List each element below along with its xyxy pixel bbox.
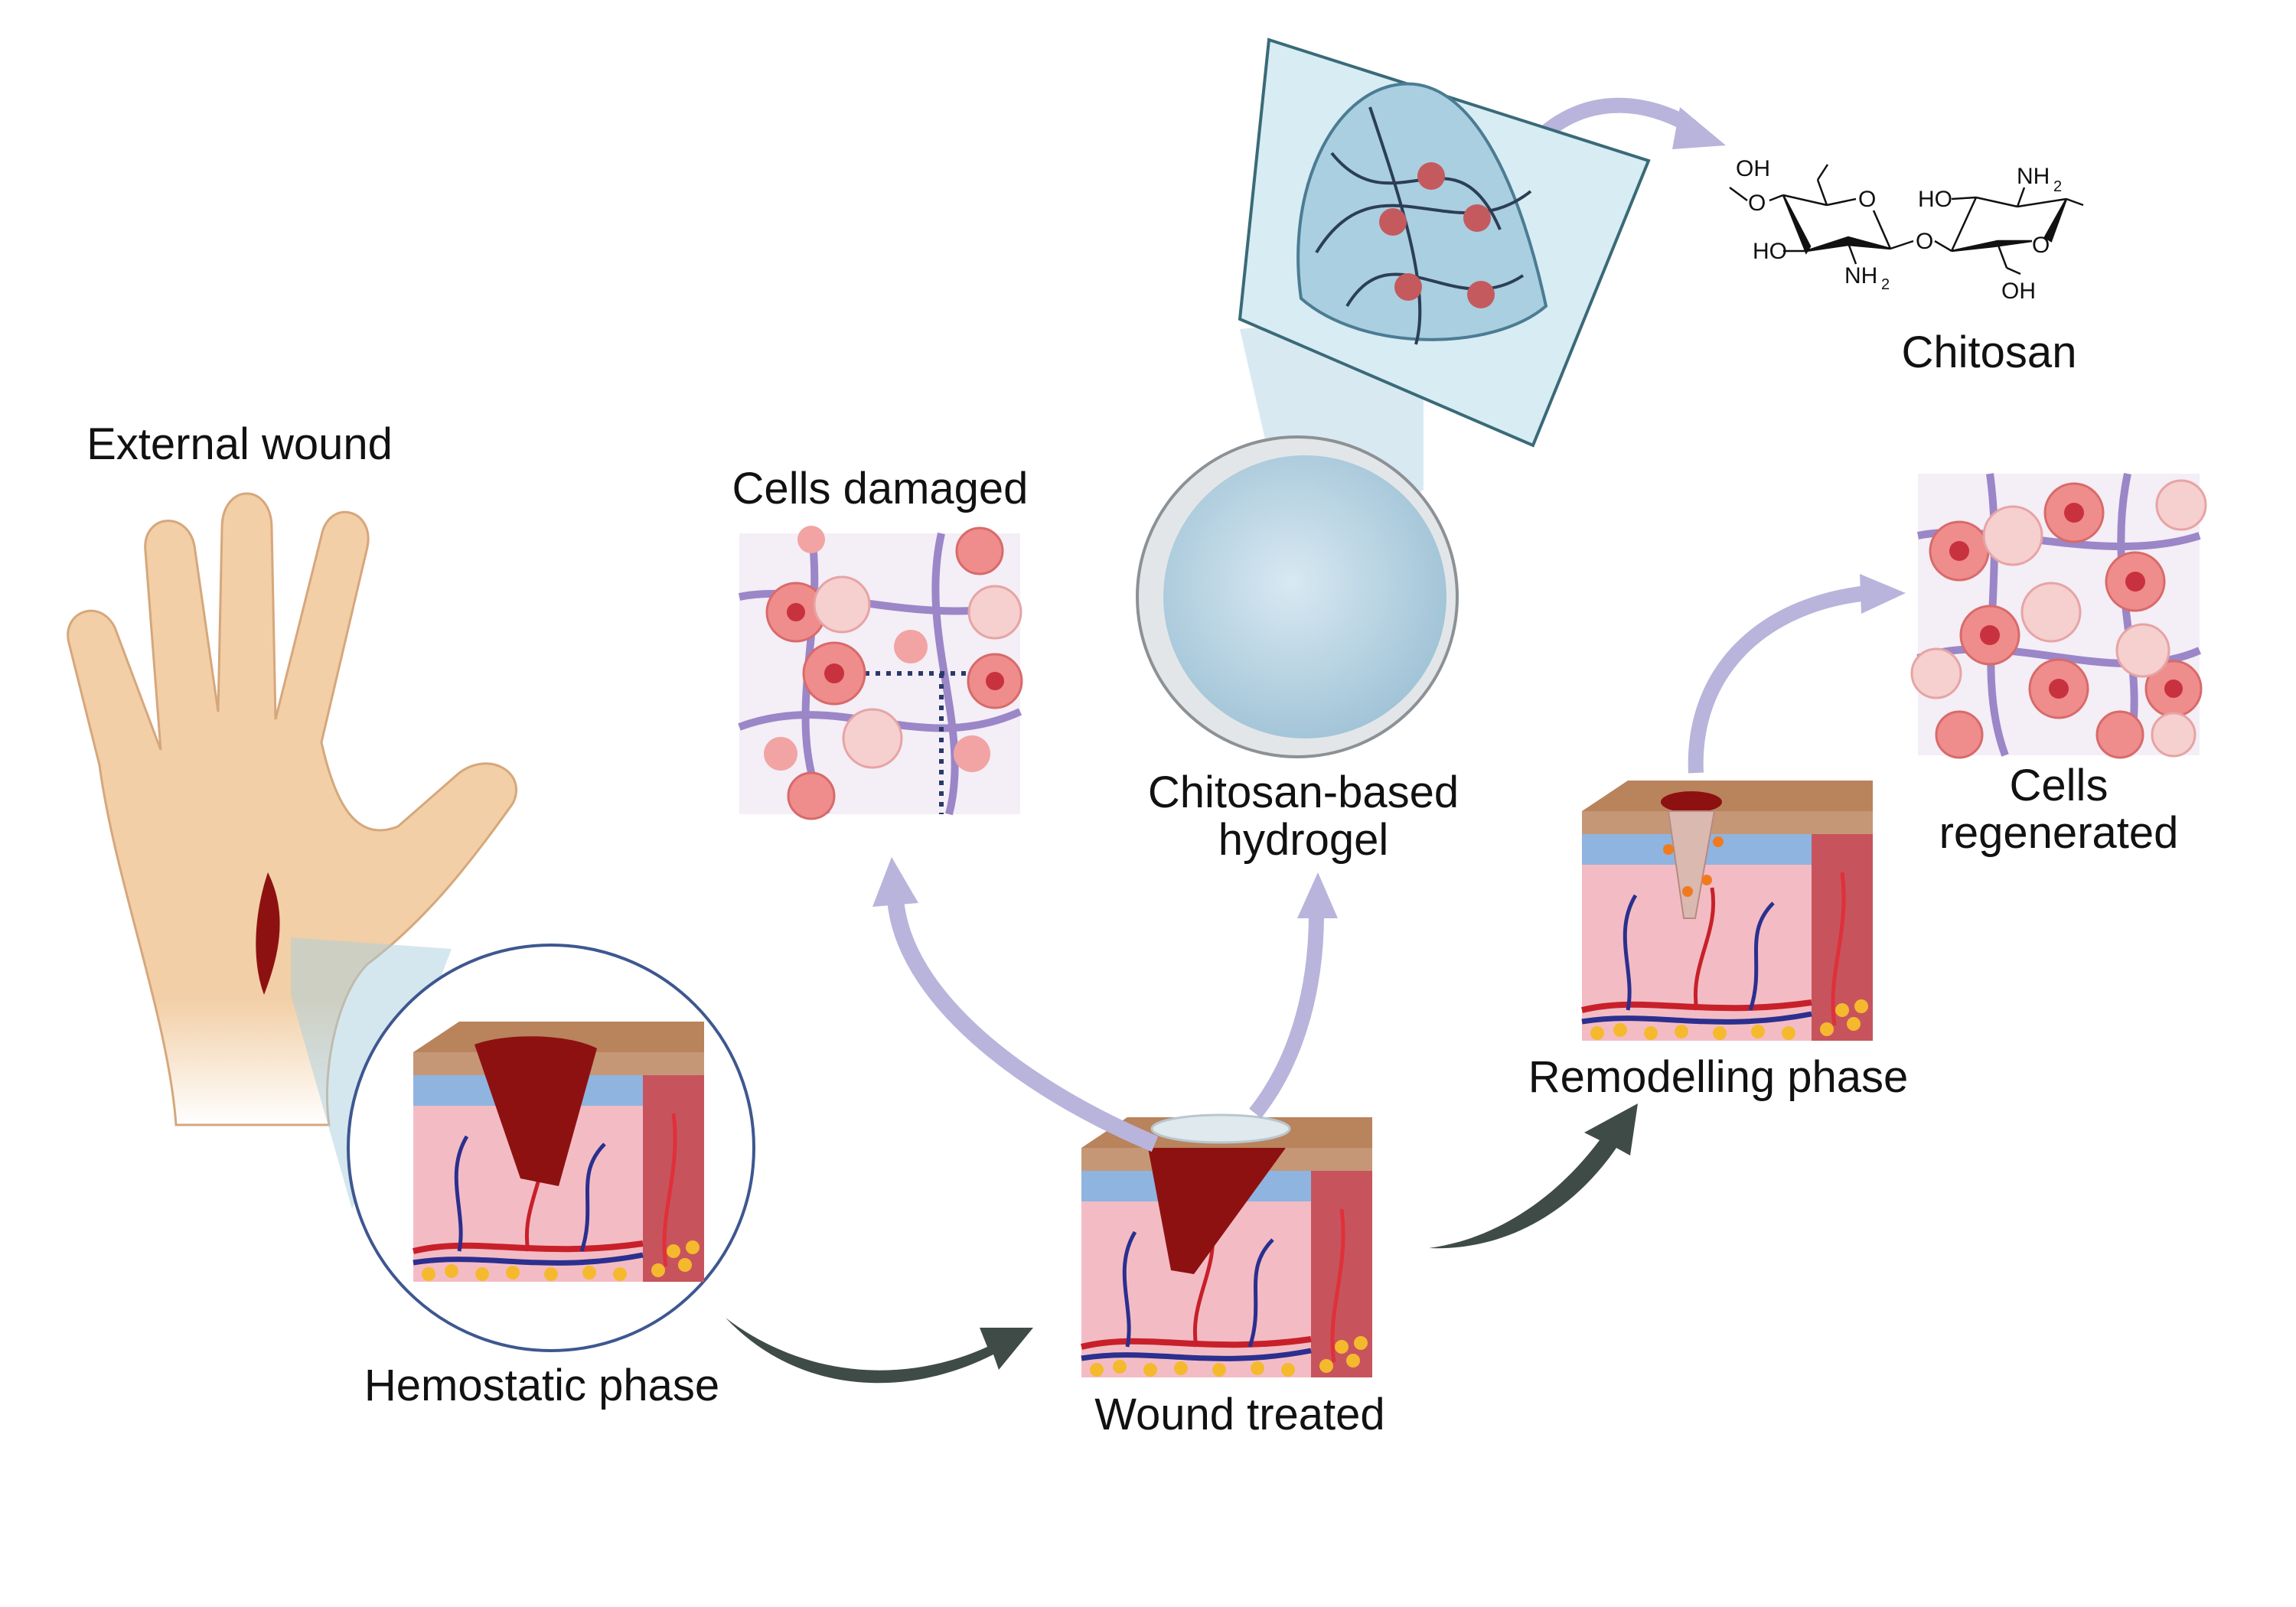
cells-damaged-tile [738, 526, 1023, 820]
label-hydrogel-line2: hydrogel [1218, 815, 1388, 865]
svg-text:2: 2 [1881, 276, 1890, 293]
magnified-hydrogel-square [1238, 37, 1651, 448]
arrow-to-wound-treated [726, 1318, 1033, 1384]
wound-icon [256, 872, 280, 995]
arrow-head [1672, 107, 1726, 149]
arrow-head [1297, 872, 1338, 918]
remodelling-phase-illustration [1582, 781, 1873, 1041]
label-chitosan: Chitosan [1902, 328, 2077, 377]
label-cells-regenerated-line1: Cells [2010, 761, 2108, 810]
svg-text:NH: NH [2017, 164, 2050, 189]
arrow-to-remodelling [1429, 1103, 1638, 1249]
svg-text:NH: NH [1844, 263, 1877, 288]
svg-text:2: 2 [2053, 178, 2062, 195]
hemostatic-phase-illustration [347, 944, 755, 1352]
svg-text:O: O [1916, 229, 1933, 254]
label-cells-regenerated-line2: regenerated [1939, 808, 2179, 858]
label-cells-damaged: Cells damaged [732, 464, 1029, 513]
wound-treated-illustration [1081, 1113, 1372, 1377]
arrow-to-cells-damaged [887, 898, 1159, 1152]
label-hydrogel-line1: Chitosan-based [1148, 768, 1459, 817]
svg-text:OH: OH [1736, 156, 1770, 181]
arrow-to-hydrogel [1249, 914, 1324, 1119]
blood-clot [475, 1036, 597, 1186]
chitosan-atom-labels: OH O O HO NH 2 O HO NH 2 O OH [1736, 156, 2062, 304]
svg-text:HO: HO [1753, 239, 1787, 264]
svg-text:O: O [2032, 233, 2050, 258]
arrow-head [1860, 574, 1906, 614]
svg-text:O: O [1748, 191, 1766, 216]
svg-text:OH: OH [2001, 279, 2036, 304]
arrow-head [872, 857, 918, 907]
label-hemostatic-phase: Hemostatic phase [364, 1361, 719, 1410]
label-wound-treated: Wound treated [1094, 1390, 1384, 1439]
cells-regenerated-tile [1910, 472, 2207, 759]
label-external-wound: External wound [86, 419, 393, 469]
svg-text:HO: HO [1918, 187, 1952, 212]
label-remodelling-phase: Remodelling phase [1528, 1052, 1909, 1102]
svg-text:O: O [1858, 187, 1876, 212]
arrow-to-cells-regenerated [1688, 585, 1869, 774]
chitosan-structure [1729, 164, 2084, 275]
